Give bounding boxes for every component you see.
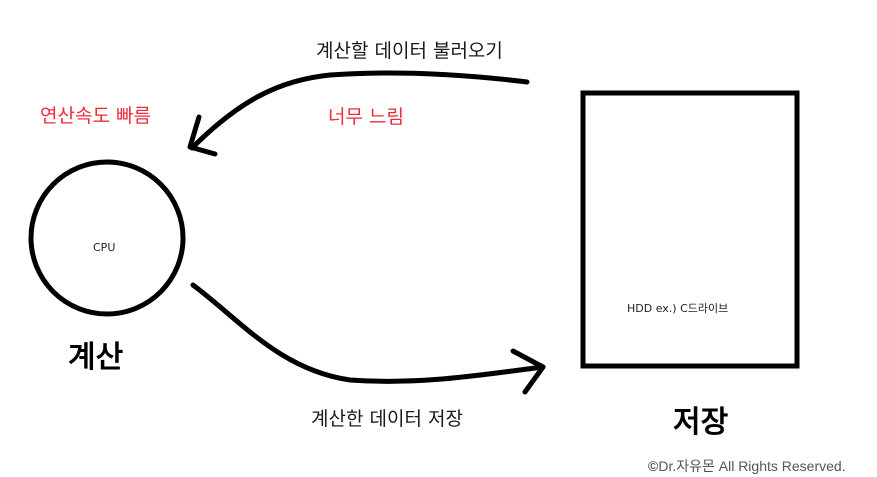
storage-caption: 저장 bbox=[673, 405, 729, 440]
copyright-text: Dr.자유몬 All Rights Reserved. bbox=[658, 458, 846, 474]
load-arrow-label: 계산할 데이터 불러오기 bbox=[316, 40, 503, 62]
cpu-circle bbox=[28, 159, 186, 317]
cpu-speed-note: 연산속도 빠름 bbox=[40, 105, 151, 127]
load-arrow-head bbox=[187, 114, 218, 157]
load-arrow-slow-note: 너무 느림 bbox=[328, 106, 404, 128]
save-arrow-shaft bbox=[190, 282, 546, 384]
copyright-icon: © bbox=[648, 458, 659, 474]
save-arrow-label: 계산한 데이터 저장 bbox=[311, 408, 463, 430]
cpu-caption: 계산 bbox=[68, 340, 124, 375]
storage-box bbox=[580, 90, 800, 369]
cpu-label: CPU bbox=[93, 241, 116, 254]
load-arrow-shaft bbox=[189, 70, 530, 151]
copyright-notice: ©Dr.자유몬 All Rights Reserved. bbox=[648, 456, 846, 476]
storage-label: HDD ex.) C드라이브 bbox=[627, 302, 729, 315]
save-arrow-head bbox=[510, 348, 546, 395]
